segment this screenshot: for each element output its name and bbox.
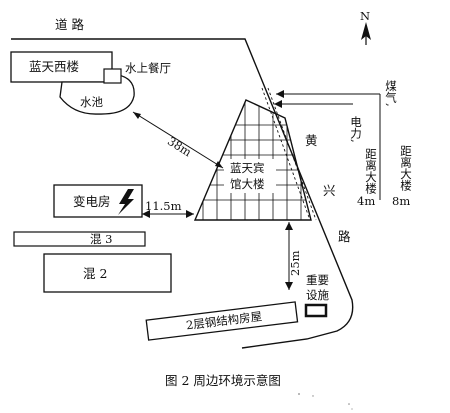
lightning-icon — [118, 189, 134, 215]
mix3-building: 混 3 — [13, 231, 146, 247]
svg-text:4m: 4m — [357, 194, 375, 208]
hotel-label-line1: 蓝天宾 — [230, 161, 265, 175]
pond-label: 水池 — [80, 95, 103, 109]
west-building: 蓝天西楼 — [10, 51, 113, 83]
pond — [59, 73, 135, 115]
scan-dots — [298, 393, 353, 410]
distance-25m-marker: 25m — [285, 222, 302, 290]
figure-caption: 图 2 周边环境示意图 — [165, 373, 281, 388]
steel-structure-building: 2层钢结构房屋 — [145, 301, 299, 341]
distance-38m-label: 38m — [165, 134, 194, 159]
gas-arrow — [276, 90, 381, 200]
road-huang-label: 黄 — [305, 133, 318, 148]
important-facility: 重要 设施 — [304, 273, 329, 318]
distance-11-5m-marker: 11.5m — [142, 199, 194, 218]
power-arrow — [274, 100, 353, 108]
west-building-label: 蓝天西楼 — [29, 59, 79, 74]
svg-text:电力,: 电力, — [349, 116, 363, 143]
distance-38m-marker: 38m — [132, 111, 224, 169]
facility-label-line2: 设施 — [306, 288, 329, 302]
utility-lines — [261, 87, 317, 221]
road-top-label: 道 路 — [55, 17, 84, 32]
north-arrow: N — [360, 9, 371, 45]
mix2-label: 混 2 — [83, 266, 107, 281]
svg-text:煤气,: 煤气, — [384, 80, 398, 107]
mix2-building: 混 2 — [43, 253, 172, 293]
substation: 变电房 — [53, 184, 143, 218]
road-lu-label: 路 — [338, 229, 351, 244]
distance-25m-label: 25m — [288, 250, 302, 276]
power-note: 电力, 距离大楼 4m — [349, 116, 378, 208]
north-label: N — [360, 9, 370, 23]
restaurant-label: 水上餐厅 — [125, 61, 171, 75]
facility-label-line1: 重要 — [306, 273, 329, 287]
restaurant: 水上餐厅 — [103, 61, 171, 84]
substation-label: 变电房 — [73, 194, 111, 209]
road-xing-label: 兴 — [323, 183, 336, 198]
mix3-label: 混 3 — [90, 232, 112, 246]
gas-note: 煤气, 距离大楼 8m — [384, 80, 413, 208]
svg-text:8m: 8m — [392, 194, 410, 208]
hotel-label-line2: 馆大楼 — [230, 177, 265, 191]
distance-11-5m-label: 11.5m — [145, 199, 182, 213]
site-boundary — [11, 38, 354, 349]
svg-text:距离大楼: 距离大楼 — [399, 145, 413, 192]
svg-text:距离大楼: 距离大楼 — [364, 148, 378, 195]
